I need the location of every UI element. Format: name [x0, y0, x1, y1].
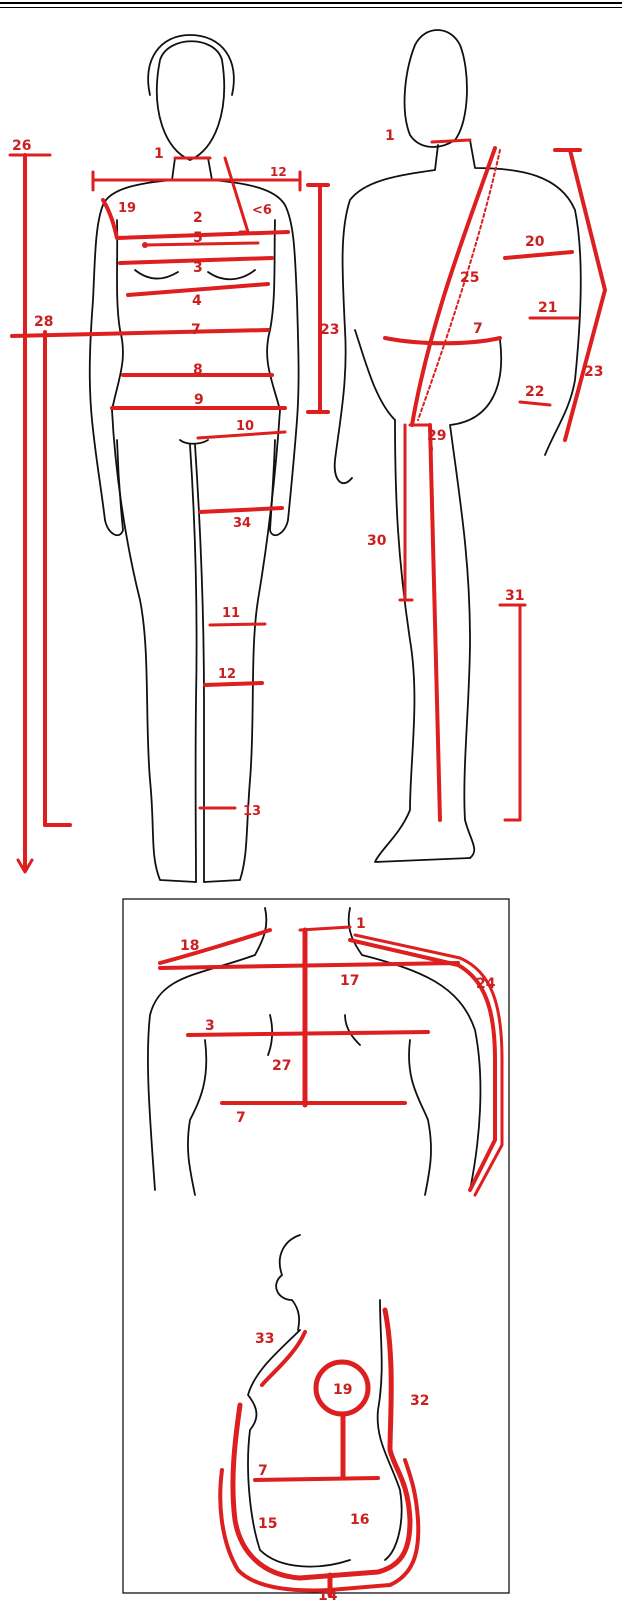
label-7: 7 — [191, 322, 201, 338]
label-10: 10 — [236, 419, 254, 434]
female-measurements — [10, 155, 328, 872]
label-side-19: 19 — [333, 1382, 352, 1398]
male-figure — [335, 30, 581, 862]
male-measurements — [385, 140, 605, 820]
label-23-right: 23 — [584, 364, 603, 380]
label-neck-1: 1 — [154, 146, 164, 162]
label-22: 22 — [525, 384, 544, 400]
label-17: 17 — [340, 973, 359, 989]
label-19: 19 — [118, 201, 136, 216]
label-18: 18 — [180, 938, 199, 954]
label-23-left: 23 — [320, 322, 339, 338]
label-3: 3 — [193, 260, 203, 276]
label-32: 32 — [410, 1393, 429, 1409]
lower-panel-frame — [123, 899, 509, 1593]
label-28: 28 — [34, 314, 53, 330]
label-back-7: 7 — [236, 1110, 246, 1126]
label-13: 13 — [243, 804, 261, 819]
label-34: 34 — [233, 516, 251, 531]
label-back-1: 1 — [356, 916, 366, 932]
label-31: 31 — [505, 588, 524, 604]
label-side-7: 7 — [258, 1463, 268, 1479]
label-male-7: 7 — [473, 321, 483, 337]
label-male-1: 1 — [385, 128, 395, 144]
female-figure — [90, 35, 299, 882]
label-20: 20 — [525, 234, 545, 250]
back-torso-labels: 1 18 17 24 3 27 7 — [180, 916, 496, 1126]
male-labels: 1 25 20 21 22 23 7 29 30 31 — [367, 128, 603, 604]
label-11: 11 — [222, 606, 240, 621]
label-12: 12 — [218, 667, 236, 682]
label-25: 25 — [460, 270, 479, 286]
label-2: 2 — [193, 210, 203, 226]
label-21: 21 — [538, 300, 557, 316]
label-4: 4 — [192, 293, 202, 309]
label-16: 16 — [350, 1512, 369, 1528]
label-12-top: 12 — [270, 165, 287, 179]
label-30: 30 — [367, 533, 387, 549]
label-33: 33 — [255, 1331, 274, 1347]
label-9: 9 — [194, 392, 204, 408]
label-8: 8 — [193, 362, 203, 378]
label-14: 14 — [318, 1588, 338, 1604]
back-torso-measurements — [160, 927, 502, 1195]
label-27: 27 — [272, 1058, 291, 1074]
label-5: 5 — [193, 230, 203, 246]
label-back-3: 3 — [205, 1018, 215, 1034]
label-24: 24 — [476, 976, 496, 992]
female-labels: 1 12 19 2 <6 5 3 4 7 8 9 10 34 11 12 13 … — [12, 138, 339, 819]
label-29: 29 — [427, 428, 446, 444]
label-6: <6 — [252, 203, 272, 218]
side-torso-measurements — [220, 1310, 418, 1595]
label-26: 26 — [12, 138, 31, 154]
label-15: 15 — [258, 1516, 277, 1532]
